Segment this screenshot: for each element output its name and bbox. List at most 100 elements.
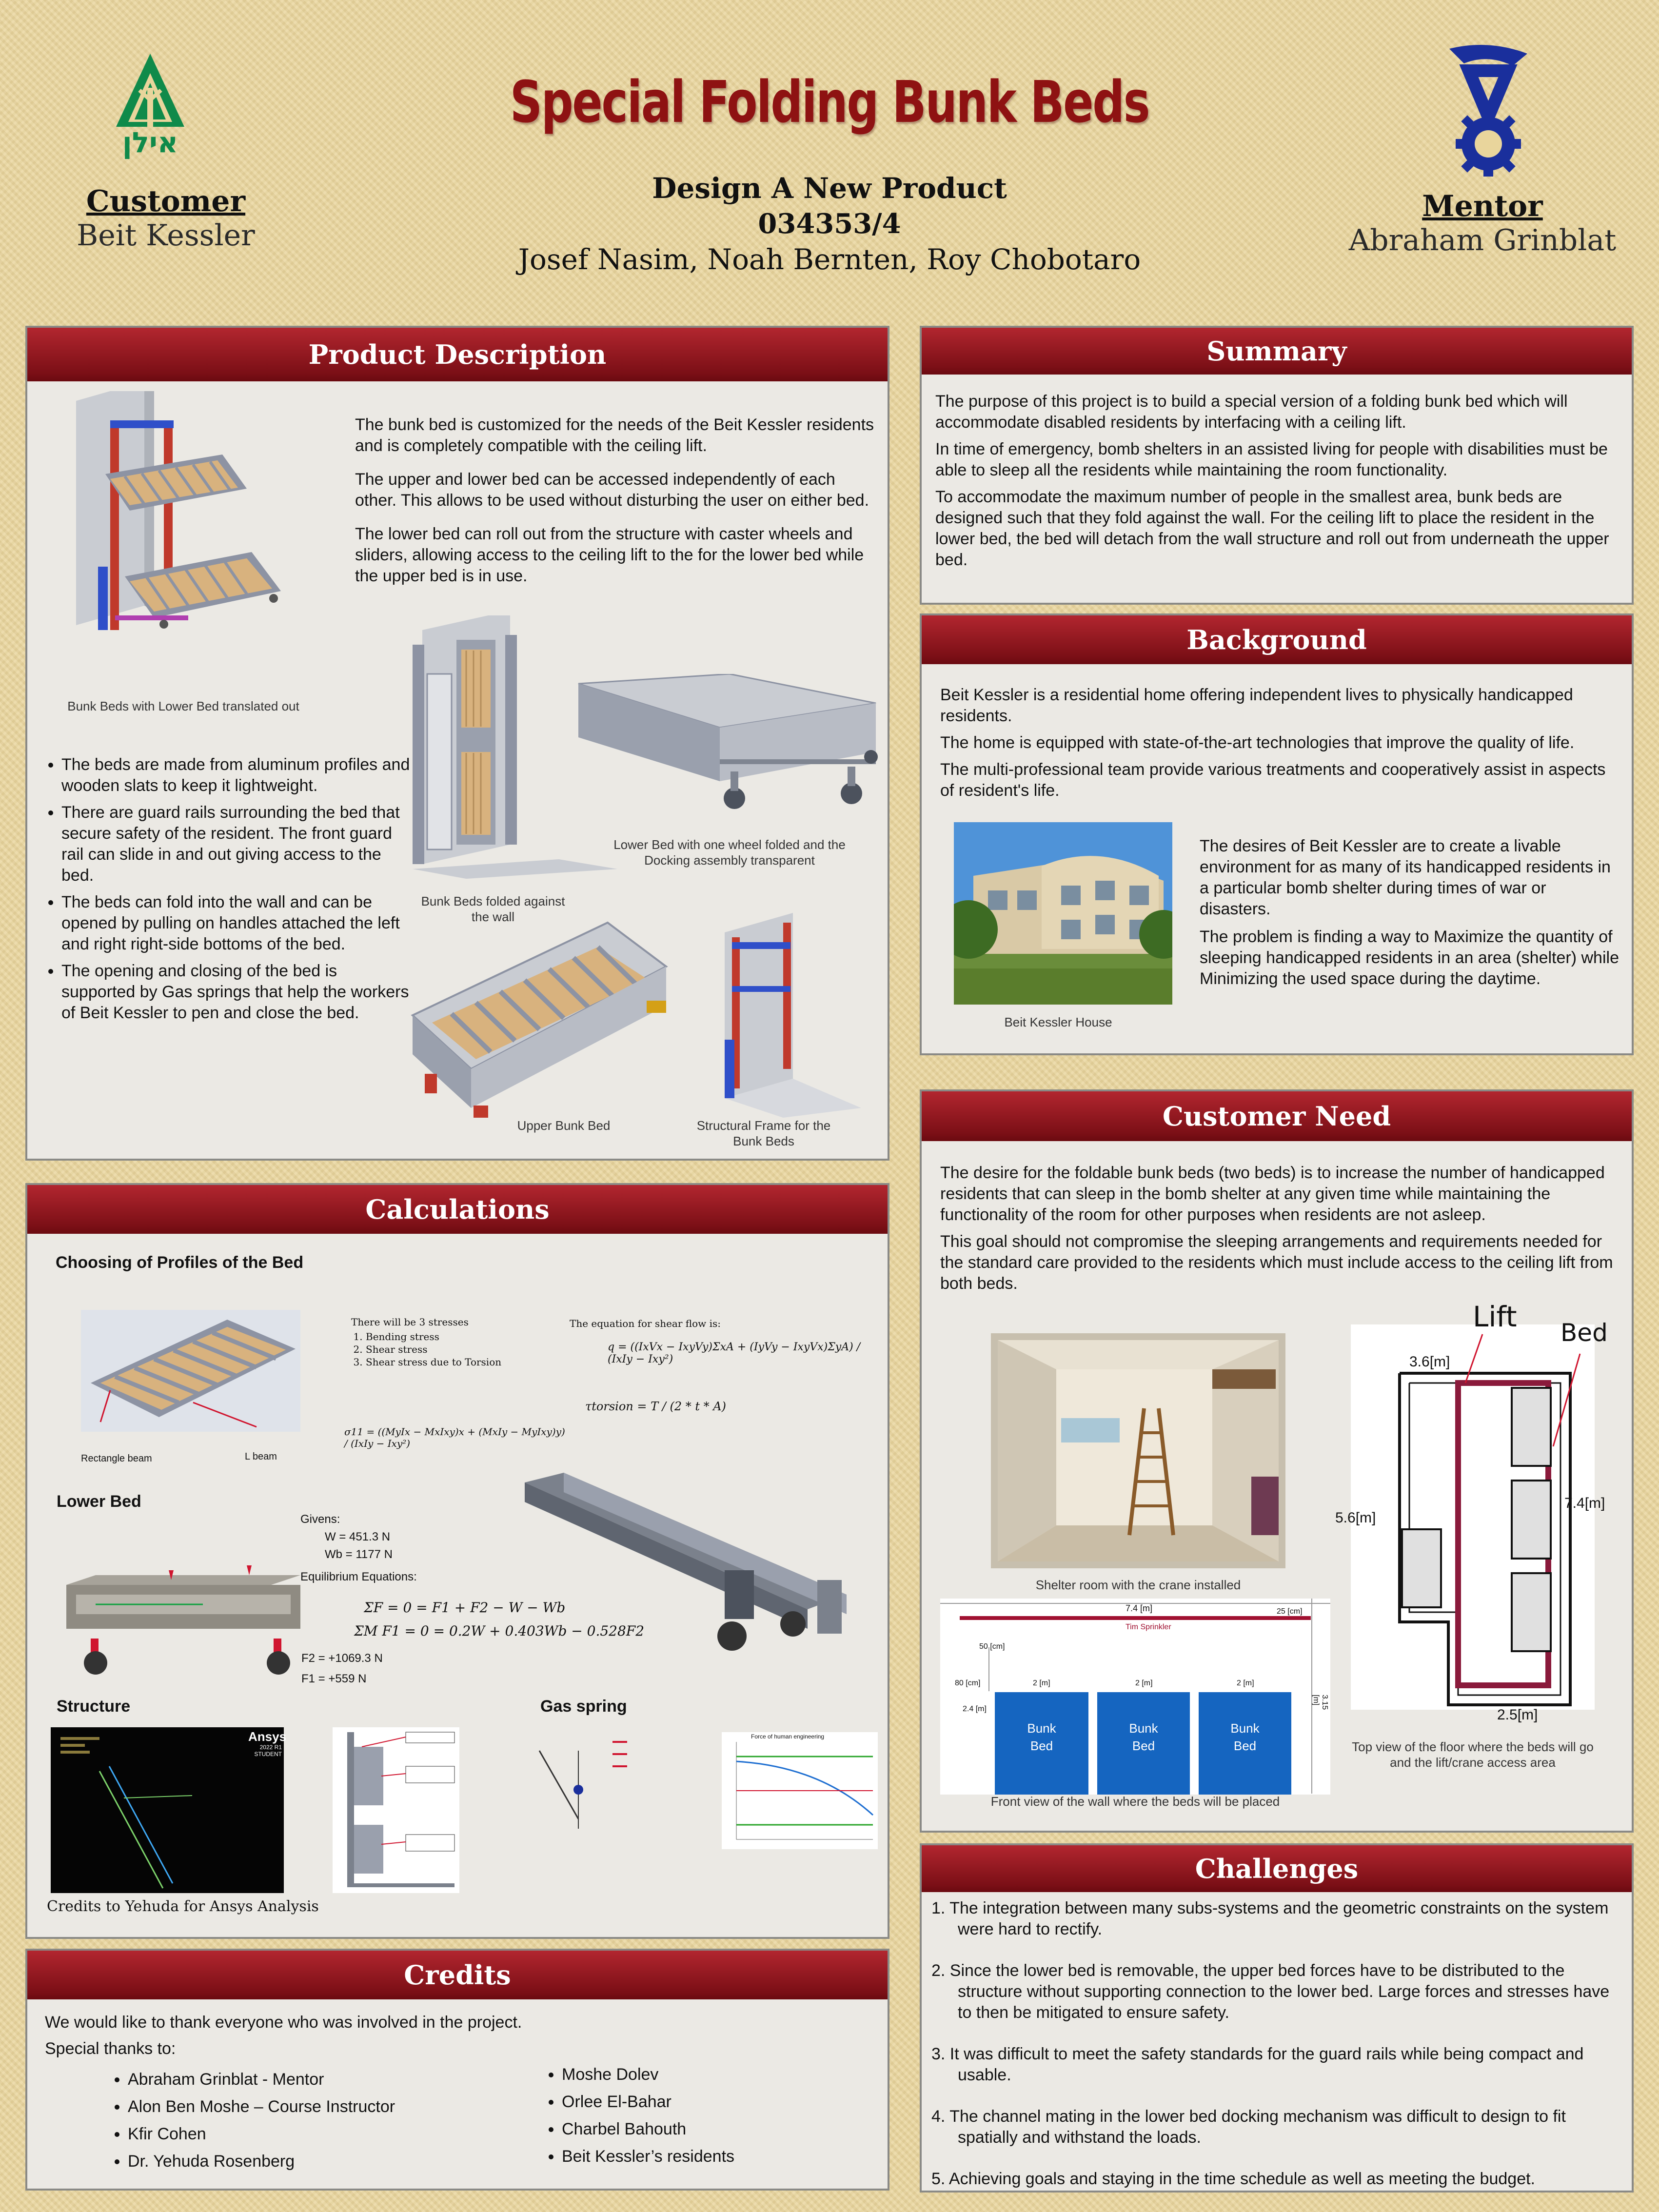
credits-panel: Credits We would like to thank everyone … (25, 1949, 889, 2191)
bed-word: Bed (1030, 1738, 1053, 1753)
credits-special: Special thanks to: (45, 2039, 176, 2058)
background-side-paragraphs: The desires of Beit Kessler are to creat… (1200, 836, 1619, 1002)
lower-bed-fbd (57, 1521, 310, 1678)
product-description-heading: Product Description (27, 328, 888, 381)
challenges-heading: Challenges (922, 1845, 1632, 1892)
credit-item: Orlee El-Bahar (562, 2088, 856, 2115)
credits-left-list: Abraham Grinblat - Mentor Alon Ben Moshe… (110, 2066, 500, 2175)
bed-word: Bed (1132, 1738, 1155, 1753)
structure-title: Structure (57, 1697, 131, 1716)
caption-lower-bed: Lower Bed with one wheel folded and the … (613, 837, 846, 868)
stress-item: Shear stress (366, 1343, 501, 1356)
credit-item: Alon Ben Moshe – Course Instructor (128, 2093, 500, 2120)
torsion-equation: τtorsion = T / (2 * t * A) (585, 1400, 726, 1413)
front-label-left: 80 [cm] (955, 1679, 981, 1687)
background-paragraph: The home is equipped with state-of-the-a… (940, 733, 1575, 752)
bed-word: Bed (1233, 1738, 1257, 1753)
product-bullet: The opening and closing of the bed is su… (61, 961, 412, 1024)
challenge-item: 2. Since the lower bed is removable, the… (931, 1961, 1610, 2022)
summary-paragraphs: The purpose of this project is to build … (935, 391, 1618, 583)
gas-chart-title: Force of human engineering (751, 1733, 825, 1740)
product-paragraphs: The bunk bed is customized for the needs… (355, 415, 877, 599)
calculations-panel: Calculations Choosing of Profiles of the… (25, 1183, 889, 1939)
gas-spring-title: Gas spring (540, 1697, 627, 1716)
stress-item: Shear stress due to Torsion (366, 1356, 501, 1368)
results-block: F2 = +1069.3 N F1 = +559 N (301, 1648, 383, 1689)
stress-item: Bending stress (366, 1330, 501, 1343)
result-item: F2 = +1069.3 N (301, 1652, 383, 1665)
equilibrium-title: Equilibrium Equations: (300, 1570, 417, 1583)
front-label-bed-width-2: 2 [m] (1135, 1679, 1153, 1687)
credit-item: Abraham Grinblat - Mentor (128, 2066, 500, 2093)
shear-flow-equation: q = ((IxVx − IxyVy)ΣxA + (IyVy − IxyVx)Σ… (608, 1341, 861, 1365)
ansys-analysis-screenshot: Ansys 2022 R1 STUDENT (51, 1727, 287, 1893)
challenge-item: 3. It was difficult to meet the safety s… (931, 2045, 1584, 2084)
ansys-credits-note: Credits to Yehuda for Ansys Analysis (47, 1898, 319, 1915)
lower-bed-title: Lower Bed (57, 1492, 141, 1511)
caption-upper-bed: Upper Bunk Bed (517, 1118, 611, 1133)
shelter-room-photo (991, 1333, 1285, 1568)
customer-heading: Customer (86, 184, 246, 218)
course-number: 034353/4 (758, 208, 901, 240)
summary-paragraph: The purpose of this project is to build … (935, 392, 1568, 432)
ansys-logo-text: Ansys (248, 1729, 287, 1744)
product-bullets: The beds are made from aluminum profiles… (41, 754, 412, 1029)
bunk-bed-translated-illustration (57, 381, 286, 664)
caption-bunk-translated: Bunk Beds with Lower Bed translated out (67, 699, 299, 713)
front-label-bed-width-3: 2 [m] (1237, 1679, 1254, 1687)
front-label-gap: 25 [cm] (1277, 1607, 1303, 1616)
caption-shelter: Shelter room with the crane installed (1035, 1578, 1241, 1592)
product-bullet: The beds are made from aluminum profiles… (61, 754, 412, 796)
top-label-right: 7.4[m] (1564, 1495, 1605, 1511)
customer-block: Customer Beit Kessler (59, 184, 273, 253)
challenge-item: 1. The integration between many subs-sys… (931, 1899, 1609, 1938)
front-label-height: 3.15 [m] (1312, 1695, 1329, 1710)
product-paragraph: The upper and lower bed can be accessed … (355, 470, 869, 510)
customer-need-paragraphs: The desire for the foldable bunk beds (t… (940, 1163, 1623, 1307)
beit-kessler-house-photo (954, 822, 1172, 1005)
caption-top-view: Top view of the floor where the beds wil… (1352, 1739, 1594, 1770)
bed-profile-model (81, 1310, 300, 1432)
structure-frame-model (333, 1727, 459, 1893)
customer-name: Beit Kessler (77, 218, 255, 253)
customer-need-paragraph: This goal should not compromise the slee… (940, 1232, 1613, 1293)
caption-front-view: Front view of the wall where the beds wi… (990, 1794, 1280, 1809)
poster-title: Special Folding Bunk Beds (510, 68, 1150, 136)
customer-need-heading: Customer Need (922, 1091, 1632, 1141)
top-floor-diagram: Lift Bed 3.6[m] 5.6[m] 7.4[m] 2.5[m] (1335, 1300, 1608, 1723)
givens-title: Givens: (300, 1513, 340, 1526)
bunk-word: Bunk (1027, 1721, 1056, 1736)
customer-need-paragraph: The desire for the foldable bunk beds (t… (940, 1164, 1605, 1224)
background-side-paragraph: The desires of Beit Kessler are to creat… (1200, 837, 1611, 918)
lower-bed-docking-model (515, 1463, 876, 1658)
folded-bed-illustration (413, 611, 617, 879)
given-item: Wb = 1177 N (325, 1548, 393, 1561)
summary-panel: Summary The purpose of this project is t… (920, 326, 1634, 605)
credits-intro: We would like to thank everyone who was … (45, 2013, 522, 2032)
background-panel: Background Beit Kessler is a residential… (920, 613, 1634, 1055)
front-label-sprinkler: Tim Sprinkler (1126, 1623, 1171, 1631)
credit-item: Kfir Cohen (128, 2120, 500, 2148)
top-label-left: 5.6[m] (1335, 1510, 1376, 1526)
mentor-name: Abraham Grinblat (1348, 223, 1617, 257)
shear-flow-title: The equation for shear flow is: (570, 1318, 721, 1329)
product-paragraph: The lower bed can roll out from the stru… (355, 525, 864, 585)
bunk-word: Bunk (1230, 1721, 1260, 1736)
technion-logo-icon (1440, 44, 1537, 180)
summary-heading: Summary (922, 328, 1632, 375)
result-item: F1 = +559 N (301, 1672, 367, 1685)
credit-item: Beit Kessler’s residents (562, 2143, 856, 2170)
gas-spring-force-chart: Force of human engineering (722, 1732, 878, 1849)
caption-house: Beit Kessler House (1004, 1015, 1112, 1029)
background-side-paragraph: The problem is finding a way to Maximize… (1200, 928, 1619, 988)
top-label-lift: Lift (1473, 1300, 1517, 1333)
bunk-word: Bunk (1129, 1721, 1158, 1736)
challenges-list: 1. The integration between many subs-sys… (931, 1898, 1614, 2190)
profiles-title: Choosing of Profiles of the Bed (56, 1253, 304, 1272)
credit-item: Charbel Bahouth (562, 2115, 856, 2143)
equilibrium-eq-1: ΣF = 0 = F1 + F2 − W − Wb (364, 1600, 566, 1616)
bending-equation: σ11 = ((MyIx − MxIxy)x + (MxIy − MyIxy)y… (344, 1426, 565, 1449)
